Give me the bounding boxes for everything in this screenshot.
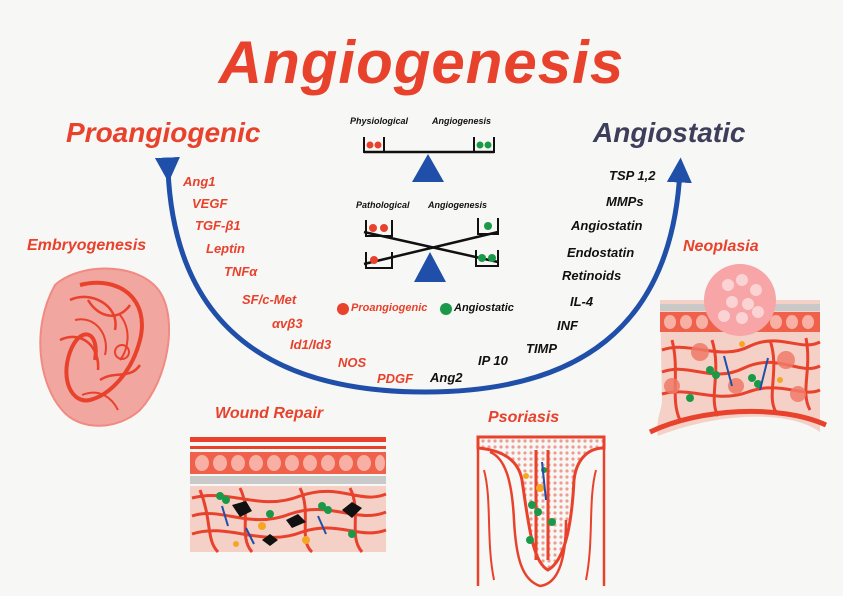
factor-vegf: VEGF	[192, 196, 228, 211]
physiological-seesaw	[363, 137, 495, 182]
factor-mmps: MMPs	[606, 194, 644, 209]
pathological-label: Pathological	[356, 200, 410, 210]
embryo-illustration	[39, 267, 171, 427]
factor-tgf-beta1: TGF-β1	[195, 218, 241, 233]
physiological-angiogenesis-label: Angiogenesis	[432, 116, 492, 126]
factor-pdgf: PDGF	[377, 371, 414, 386]
factor-nos: NOS	[338, 355, 367, 370]
psoriasis-label: Psoriasis	[488, 409, 560, 426]
page-title: Angiogenesis	[218, 29, 625, 96]
factor-tnf-alpha: TNFα	[224, 264, 258, 279]
factor-endostatin: Endostatin	[567, 245, 635, 260]
proangiogenic-header: Proangiogenic	[66, 117, 261, 148]
physiological-label: Physiological	[350, 116, 409, 126]
neoplasia-label: Neoplasia	[683, 238, 759, 255]
legend-pro-label: Proangiogenic	[351, 302, 428, 314]
wound-repair-label: Wound Repair	[215, 405, 324, 422]
factor-ang2: Ang2	[430, 370, 463, 385]
balance-arc	[154, 156, 692, 395]
factor-sf-c-met: SF/c-Met	[242, 292, 297, 307]
neoplasia-illustration	[648, 264, 828, 436]
legend-anti-label: Angiostatic	[454, 302, 514, 314]
factor-il-4: IL-4	[570, 294, 594, 309]
factor-tsp: TSP 1,2	[609, 168, 656, 183]
legend-anti-dot	[440, 303, 452, 315]
legend-pro-dot	[337, 303, 349, 315]
pathological-angiogenesis-label: Angiogenesis	[428, 200, 488, 210]
wound-repair-illustration	[190, 437, 387, 554]
factor-inf: INF	[557, 318, 578, 333]
factor-ang1: Ang1	[183, 174, 216, 189]
factor-ip10: IP 10	[478, 353, 508, 368]
pathological-seesaw	[363, 218, 499, 282]
factor-retinoids: Retinoids	[562, 268, 622, 283]
angiostatic-header: Angiostatic	[593, 117, 746, 148]
factor-timp: TIMP	[526, 341, 558, 356]
psoriasis-illustration	[476, 435, 606, 588]
embryogenesis-label: Embryogenesis	[27, 237, 147, 254]
factor-leptin: Leptin	[206, 241, 245, 256]
factor-angiostatin: Angiostatin	[571, 218, 643, 233]
factor-id1-id3: Id1/Id3	[290, 337, 332, 352]
factor-alpha-v-beta-3: αvβ3	[272, 316, 303, 331]
